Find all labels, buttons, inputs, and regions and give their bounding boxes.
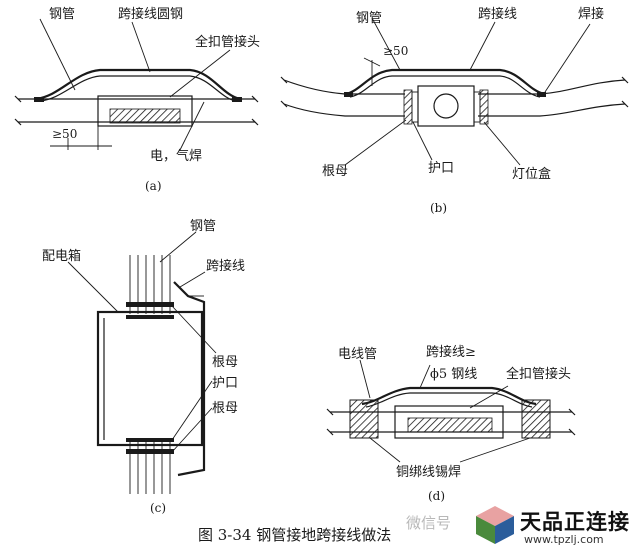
panel-d: 电线管 跨接线≥ ϕ5 钢线 全扣管接头 铜绑线锡焊 (d) [326,344,576,503]
panel-b-label-jumper: 跨接线 [478,6,517,22]
watermark-wechat: 微信号 [406,514,452,532]
panel-b-tag: (b) [430,201,447,215]
panel-b-label-bushing: 护口 [428,161,454,176]
panel-b-label-weld: 焊接 [578,6,604,22]
panel-b-pipe-left-top [283,79,405,95]
panel-b-leader-steel-pipe [371,17,401,71]
panel-b-leader-jumper [469,21,496,71]
panel-d-binding-right [521,399,551,439]
panel-c-tag: (c) [150,501,166,515]
panel-b-pipe-left-bottom [283,103,405,117]
panel-a: 钢管 跨接线圆钢 全扣管接头 ≥50 电，气焊 (a) [14,6,260,193]
panel-a-leader-jumper [131,21,151,73]
panel-c-leader-steel-pipe [159,231,197,263]
panel-b-knockout-hole [433,93,459,119]
panel-a-label-jumper-arc: 跨接线圆钢 [118,6,183,22]
panel-c-bushing-top [126,315,174,319]
watermark: 微信号 天品正连接 www.tpzlj.com [392,500,640,550]
panel-d-leader-conduit [359,359,371,399]
panel-c-leader-locknut-bottom [171,407,213,453]
panel-a-label-dim: ≥50 [52,127,77,141]
panel-b-label-locknut: 根母 [322,164,348,179]
panel-d-leader-jumper [419,364,431,389]
panel-c-label-locknut-bottom: 根母 [212,401,238,416]
panel-b-jumper [345,68,545,96]
panel-b: 钢管 跨接线 焊接 ≥50 根母 护口 灯位盒 (b) [280,6,629,215]
panel-c-label-box: 配电箱 [42,248,81,264]
panel-c-leader-locknut-top [171,305,217,354]
panel-c-bushing-bottom [126,438,174,442]
panel-a-label-coupling: 全扣管接头 [195,34,260,50]
panel-c-jumper [173,281,206,477]
panel-d-leader-coupling [469,385,509,409]
panel-d-tag: (d) [428,489,445,503]
panel-c-leader-jumper [179,271,206,288]
panel-a-break-left [14,95,22,103]
panel-d-label-coupling: 全扣管接头 [506,366,571,382]
panel-d-label-jumper: 跨接线≥ [426,344,476,360]
panel-b-label-steel-pipe: 钢管 [356,11,382,26]
panel-b-label-dim: ≥50 [383,44,408,58]
panel-d-jumper [361,386,537,406]
panel-d-coupling [394,405,504,439]
panel-b-leader-weld [544,23,591,93]
panel-b-label-lamp-box: 灯位盒 [512,166,551,182]
panel-c-locknut-bottom [126,449,174,454]
panel-c-label-jumper: 跨接线 [206,258,245,274]
panel-d-label-binding: 铜绑线锡焊 [396,464,461,480]
panel-d-label-wire-spec: ϕ5 钢线 [430,367,477,382]
panel-c-distribution-box [96,310,204,447]
panel-a-thread [109,108,181,124]
panel-b-lamp-box [417,85,475,127]
panel-a-leader-weld [179,101,205,151]
panel-b-bushing-left [411,91,419,123]
panel-b-locknut-left [403,89,413,125]
panel-c-locknut-top [126,302,174,307]
panel-c-leader-bushing [171,380,213,441]
panel-b-leader-bushing [412,121,433,161]
watermark-url: www.tpzlj.com [524,533,604,546]
panel-a-jumper-arc [35,68,241,101]
panel-b-weld-right [537,92,546,97]
brand-cube-icon [476,506,514,544]
panel-a-coupling [97,95,193,127]
watermark-brand: 天品正连接 [520,510,630,534]
panel-a-leader-steel-pipe [39,18,76,91]
panel-d-leader-binding-left [369,437,401,463]
panel-b-pipe-right-bottom [478,103,626,117]
panel-c-label-bushing: 护口 [212,376,238,391]
panel-a-weld-right [232,97,242,102]
panel-a-break-right [251,95,259,103]
panel-c-label-locknut-top: 根母 [212,355,238,370]
panel-c-leader-box [67,261,119,313]
panel-b-leader-locknut [344,119,407,166]
panel-b-leader-lamp-box [483,121,521,166]
panel-d-thread [407,417,493,433]
panel-a-label-steel-pipe: 钢管 [49,7,75,22]
panel-d-leader-binding-right [459,437,531,463]
panel-b-locknut-right [479,89,489,125]
panel-d-label-conduit: 电线管 [338,347,377,362]
panel-b-weld-left [344,92,353,97]
figure-caption: 图 3-34 钢管接地跨接线做法 [198,526,391,544]
panel-c-label-steel-pipe: 钢管 [190,219,216,234]
panel-d-binding-left [349,399,379,439]
panel-a-leader-coupling [169,49,231,98]
panel-a-tag: (a) [145,179,162,193]
panel-c: 配电箱 钢管 跨接线 根母 护口 根母 (c) [42,219,245,515]
panel-a-weld-left [34,97,44,102]
panel-a-label-weld: 电，气焊 [150,148,202,164]
